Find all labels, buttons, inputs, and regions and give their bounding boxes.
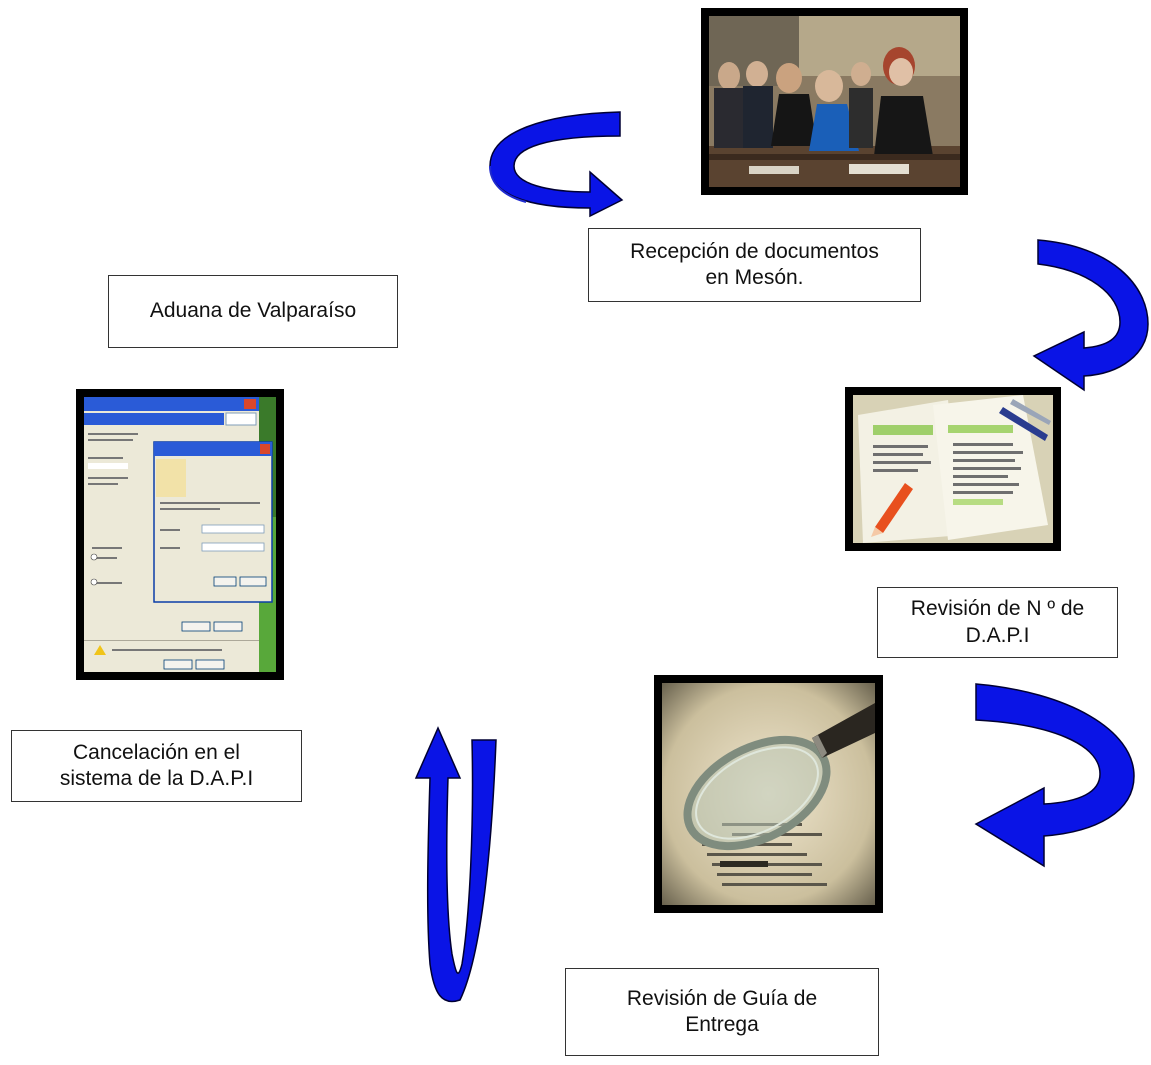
documents-pen-photo-art: [853, 395, 1053, 543]
cancelacion-label-line-1: Cancelación en el: [73, 740, 240, 764]
magnifying-glass-photo: [654, 675, 883, 913]
aduana-label-box: Aduana de Valparaíso: [108, 275, 398, 348]
curved-arrow-top-icon: [489, 111, 624, 218]
curved-arrow-right-bottom-icon: [974, 683, 1135, 868]
meeting-room-photo: [701, 8, 968, 195]
windows-dialog-screenshot-art: [84, 397, 276, 672]
recepcion-label-box: Recepción de documentos en Mesón.: [588, 228, 921, 302]
curved-arrow-left-upward-icon: [414, 726, 497, 1003]
documents-pen-photo: [845, 387, 1061, 551]
revision-guia-label-box: Revisión de Guía de Entrega: [565, 968, 879, 1056]
aduana-label-line-1: Aduana de Valparaíso: [149, 299, 357, 323]
recepcion-label-line-1: Recepción de documentos: [630, 239, 879, 263]
curved-arrow-right-top-icon: [1032, 239, 1149, 392]
revision-dapi-label-line-1: Revisión de N º de: [910, 597, 1085, 621]
revision-dapi-label-line-2: D.A.P.I: [965, 623, 1030, 647]
revision-guia-label-line-2: Entrega: [685, 1013, 759, 1036]
cancelacion-label-line-2: sistema de la D.A.P.I: [59, 767, 254, 790]
meeting-room-photo-art: [709, 16, 960, 187]
cancelacion-label-box: Cancelación en el sistema de la D.A.P.I: [11, 730, 302, 802]
windows-dialog-screenshot: [76, 389, 284, 680]
revision-guia-label-line-1: Revisión de Guía de: [626, 986, 818, 1010]
recepcion-label-line-2: en Mesón.: [705, 266, 804, 289]
magnifying-glass-photo-art: [662, 683, 875, 905]
revision-dapi-label-box: Revisión de N º de D.A.P.I: [877, 587, 1118, 658]
